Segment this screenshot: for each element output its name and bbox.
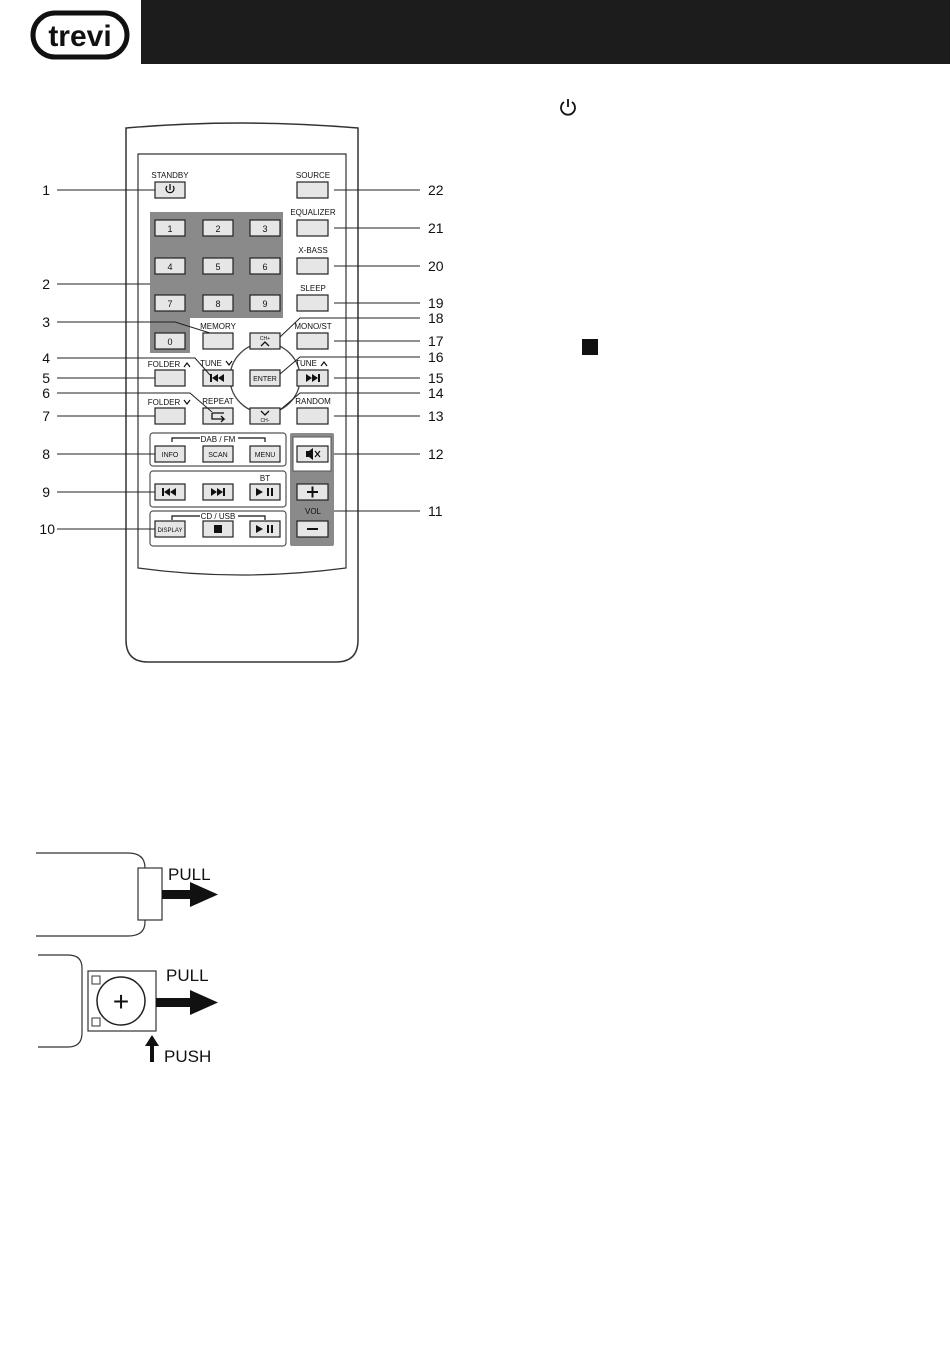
digit-9-text: 9 <box>262 299 267 309</box>
callout-22: 22 <box>428 182 444 198</box>
callout-18: 18 <box>428 310 444 326</box>
monost-button[interactable] <box>297 333 328 349</box>
callout-8: 8 <box>42 446 50 462</box>
digit-6-text: 6 <box>262 262 267 272</box>
callout-6: 6 <box>42 385 50 401</box>
callout-1: 1 <box>42 182 50 198</box>
scan-text: SCAN <box>208 452 227 459</box>
memory-button[interactable] <box>203 333 233 349</box>
battery-plus-sign: + <box>113 986 129 1017</box>
cd-usb-label: CD / USB <box>201 512 236 521</box>
pull-label-2: PULL <box>166 966 209 985</box>
bt-next-icon <box>223 488 225 496</box>
display-text: DISPLAY <box>158 528 183 534</box>
repeat-button[interactable] <box>203 408 233 424</box>
dab-fm-label: DAB / FM <box>201 435 236 444</box>
callout-16: 16 <box>428 349 444 365</box>
folder-up-button[interactable] <box>155 370 185 386</box>
digit-5-text: 5 <box>215 262 220 272</box>
callout-21: 21 <box>428 220 444 236</box>
memory-label: MEMORY <box>200 322 237 331</box>
cd-stop-icon <box>214 525 222 533</box>
vol-label: VOL <box>305 507 322 516</box>
callout-3: 3 <box>42 314 50 330</box>
digit-7-text: 7 <box>167 299 172 309</box>
sleep-button[interactable] <box>297 295 328 311</box>
callout-11: 11 <box>428 503 443 519</box>
callout-7: 7 <box>42 408 50 424</box>
random-button[interactable] <box>297 408 328 424</box>
digit-8-text: 8 <box>215 299 220 309</box>
push-arrow-shaft <box>150 1045 154 1062</box>
digit-4-text: 4 <box>167 262 172 272</box>
enter-text: ENTER <box>253 376 277 383</box>
tune-down-prev-icon <box>210 374 212 382</box>
bt-label: BT <box>260 474 270 483</box>
source-label: SOURCE <box>296 171 330 180</box>
callout-13: 13 <box>428 408 444 424</box>
digit-2-text: 2 <box>215 224 220 234</box>
standby-label: STANDBY <box>151 171 189 180</box>
random-label: RANDOM <box>295 397 331 406</box>
monost-label: MONO/ST <box>294 322 331 331</box>
power-icon <box>558 97 578 117</box>
bt-prev-icon <box>162 488 164 496</box>
ch-up-text: CH+ <box>260 336 270 342</box>
tune-up-next-icon <box>318 374 320 382</box>
push-arrow-head <box>145 1035 159 1046</box>
stop-icon <box>582 339 598 355</box>
pull-label-1: PULL <box>168 865 211 884</box>
callout-2: 2 <box>42 276 50 292</box>
vol-minus-icon <box>307 528 318 530</box>
callout-9: 9 <box>42 484 50 500</box>
callout-17: 17 <box>428 333 444 349</box>
battery-compartment-1 <box>36 853 145 936</box>
menu-text: MENU <box>255 452 276 459</box>
pull-arrow-1-head <box>190 882 218 907</box>
equalizer-label: EQUALIZER <box>290 208 336 217</box>
folder-up-label: FOLDER <box>148 360 181 369</box>
digit-0-text: 0 <box>167 337 172 347</box>
callout-15: 15 <box>428 370 444 386</box>
repeat-label: REPEAT <box>202 397 234 406</box>
xbass-button[interactable] <box>297 258 328 274</box>
source-button[interactable] <box>297 182 328 198</box>
cd-play-pause-button[interactable] <box>250 521 280 537</box>
bt-play-pause-button[interactable] <box>250 484 280 500</box>
tune-down-label: TUNE <box>200 359 222 368</box>
tune-up-label: TUNE <box>295 359 317 368</box>
folder-down-label: FOLDER <box>148 398 181 407</box>
push-label: PUSH <box>164 1047 211 1066</box>
folder-down-button[interactable] <box>155 408 185 424</box>
pull-arrow-2-head <box>190 990 218 1015</box>
info-text: INFO <box>162 452 179 459</box>
callout-14: 14 <box>428 385 444 401</box>
callout-19: 19 <box>428 295 444 311</box>
callout-20: 20 <box>428 258 444 274</box>
callout-4: 4 <box>42 350 50 366</box>
pull-arrow-1-shaft <box>162 890 192 899</box>
callout-10: 10 <box>39 521 55 537</box>
pull-arrow-2-shaft <box>156 998 192 1007</box>
equalizer-button[interactable] <box>297 220 328 236</box>
sleep-label: SLEEP <box>300 284 326 293</box>
callout-12: 12 <box>428 446 444 462</box>
tray-tab-top <box>92 976 100 984</box>
tray-tab-bottom <box>92 1018 100 1026</box>
digit-3-text: 3 <box>262 224 267 234</box>
battery-tray-1 <box>138 868 162 920</box>
battery-compartment-2 <box>38 955 82 1047</box>
digit-1-text: 1 <box>167 224 172 234</box>
xbass-label: X-BASS <box>298 246 327 255</box>
ch-down-text: CH- <box>261 418 270 424</box>
callout-5: 5 <box>42 370 50 386</box>
